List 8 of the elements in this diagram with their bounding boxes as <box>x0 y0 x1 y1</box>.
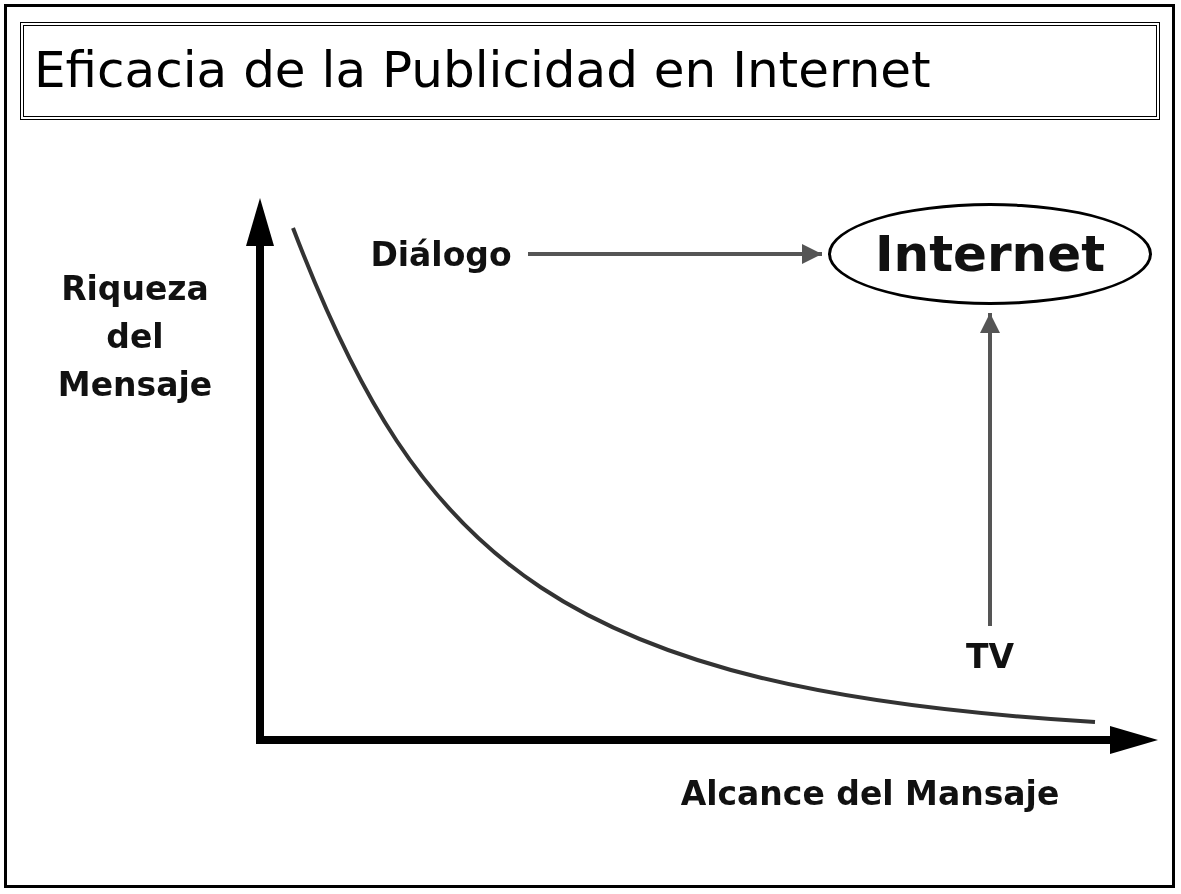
text-label: TV <box>950 630 1030 682</box>
title: Eficacia de la Publicidad en Internet <box>20 22 1160 120</box>
arrow <box>528 244 822 264</box>
text-label: Diálogo <box>358 228 524 280</box>
arrow <box>980 313 1000 626</box>
axis-label: Alcance del Mansaje <box>679 773 1061 815</box>
ellipse-node: Internet <box>828 203 1152 305</box>
axis-label: Riqueza del Mensaje <box>56 268 214 406</box>
